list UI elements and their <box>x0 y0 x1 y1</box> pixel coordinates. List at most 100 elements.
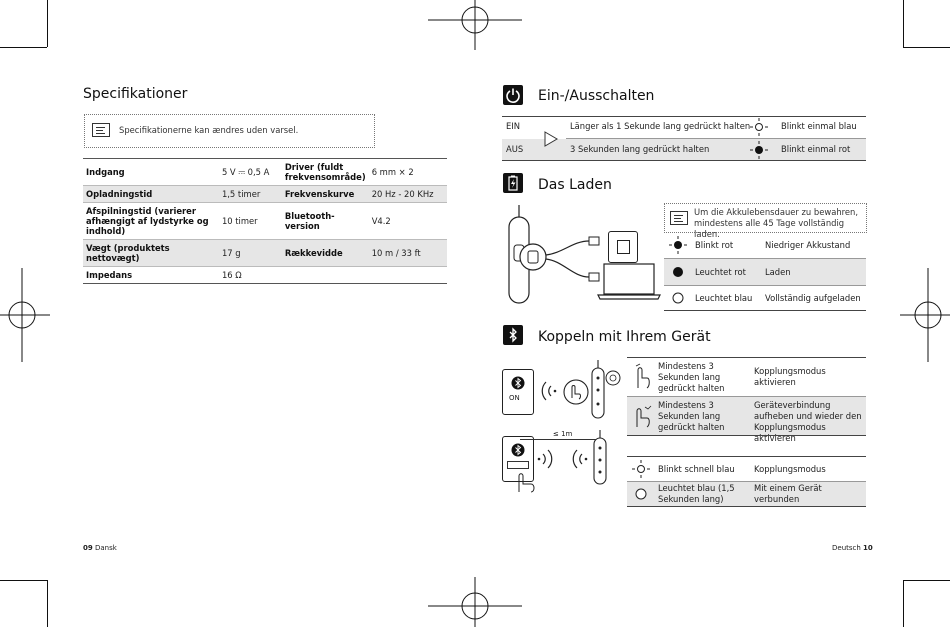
spec-value: 5 V ⎓ 0,5 A <box>218 158 282 186</box>
table-row: Impedans 16 Ω <box>83 266 447 284</box>
blink-solid-icon <box>669 236 687 254</box>
wave-icon <box>541 381 557 401</box>
footer-language: Deutsch <box>832 544 861 552</box>
charger-icon <box>608 231 638 263</box>
crosshair-left <box>0 268 50 362</box>
power-action: Länger als 1 Sekunde lang gedrückt halte… <box>570 121 751 131</box>
pair-result: Geräteverbindung aufheben und wieder den… <box>754 400 862 443</box>
pair-meaning: Kopplungsmodus <box>754 464 826 474</box>
page-number: 09 <box>83 544 93 552</box>
wave-icon <box>537 449 553 469</box>
spec-label: Frekvenskurve <box>281 185 369 203</box>
note-box: Specifikationerne kan ændres uden varsel… <box>84 114 375 148</box>
charge-meaning: Vollständig aufgeladen <box>765 293 861 303</box>
blink-icon <box>750 118 768 136</box>
charge-light: Leuchtet rot <box>695 267 746 277</box>
power-action: 3 Sekunden lang gedrückt halten <box>570 144 710 154</box>
hollow-dot-icon <box>672 292 684 304</box>
bluetooth-icon <box>511 443 525 457</box>
crosshair-right <box>900 268 950 362</box>
spec-value: 17 g <box>218 239 282 267</box>
phone-on-label: ON <box>509 394 520 402</box>
bluetooth-icon <box>503 325 523 345</box>
spec-label: Impedans <box>83 266 219 284</box>
power-state: EIN <box>506 121 521 131</box>
wave-icon <box>572 449 588 469</box>
table-row: Leuchtet rot Laden <box>664 259 866 285</box>
spec-label: Rækkevidde <box>281 239 369 267</box>
charge-meaning: Niedriger Akkustand <box>765 240 851 250</box>
power-icon <box>503 85 523 105</box>
spec-value: 6 mm × 2 <box>368 158 447 186</box>
table-row: Blinkt rot Niedriger Akkustand <box>664 233 866 257</box>
table-row: Vægt (produktets nettovægt) 17 g Rækkevi… <box>83 239 447 267</box>
spec-label: Bluetooth-version <box>281 202 369 240</box>
pair-action: Mindestens 3 Sekunden lang gedrückt halt… <box>658 400 725 432</box>
earphone-remote-illustration <box>591 360 621 419</box>
blink-icon <box>632 460 650 478</box>
table-row: Blinkt schnell blau Kopplungsmodus <box>627 457 866 481</box>
play-arrow-icon <box>544 131 558 147</box>
table-row: Indgang 5 V ⎓ 0,5 A Driver (fuldt frekve… <box>83 158 447 186</box>
earphone-remote-illustration <box>593 430 607 485</box>
spec-table: Indgang 5 V ⎓ 0,5 A Driver (fuldt frekve… <box>83 158 447 284</box>
battery-icon <box>503 173 523 193</box>
spec-label: Vægt (produktets nettovægt) <box>83 239 219 267</box>
hand-press-icon <box>563 379 589 405</box>
table-row: AUS 3 Sekunden lang gedrückt halten Blin… <box>502 139 866 160</box>
charge-light: Blinkt rot <box>695 240 734 250</box>
charge-light: Leuchtet blau <box>695 293 753 303</box>
page-number: 10 <box>863 544 873 552</box>
pair-action: Mindestens 3 Sekunden lang gedrückt halt… <box>658 361 725 393</box>
spec-value: 10 m / 33 ft <box>368 239 447 267</box>
solid-dot-icon <box>673 267 683 277</box>
power-light: Blinkt einmal blau <box>781 121 857 131</box>
earphone-illustration <box>508 205 600 304</box>
section-title-pair: Koppeln mit Ihrem Gerät <box>538 329 711 345</box>
spec-value: 10 timer <box>218 202 282 240</box>
hand-press-icon <box>636 405 652 428</box>
crosshair-bottom <box>428 577 522 627</box>
hand-press-icon <box>635 363 650 389</box>
charge-note-text: Um die Akkulebensdauer zu bewahren, mind… <box>694 207 859 239</box>
spec-label: Indgang <box>83 158 219 186</box>
distance-line <box>520 439 596 440</box>
charge-note-box: Um die Akkulebensdauer zu bewahren, mind… <box>664 203 867 239</box>
charge-meaning: Laden <box>765 267 791 277</box>
power-state: AUS <box>506 144 524 154</box>
hand-press-icon <box>518 473 535 493</box>
pair-result: Kopplungsmodus aktivieren <box>754 366 826 387</box>
footer-language: Dansk <box>94 544 117 552</box>
spec-value: V4.2 <box>368 202 447 240</box>
spec-label: Afspilningstid (varierer afhængigt af ly… <box>83 202 219 240</box>
table-row: Leuchtet blau Vollständig aufgeladen <box>664 286 866 310</box>
section-title-charge: Das Laden <box>538 177 612 193</box>
phone-icon <box>502 436 534 482</box>
table-row: Afspilningstid (varierer afhængigt af ly… <box>83 202 447 240</box>
blink-solid-icon <box>750 141 768 159</box>
phone-icon: ON <box>502 369 534 415</box>
table-row: Mindestens 3 Sekunden lang gedrückt halt… <box>627 358 866 396</box>
spec-label: Driver (fuldt frekvensområde) <box>281 158 369 186</box>
table-row: Leuchtet blau (1,5 Sekunden lang) Mit ei… <box>627 482 866 506</box>
note-icon <box>670 211 688 225</box>
pair-light: Leuchtet blau (1,5 Sekunden lang) <box>658 483 735 504</box>
table-row: EIN Länger als 1 Sekunde lang gedrückt h… <box>502 117 866 137</box>
note-icon <box>92 123 110 137</box>
spec-value: 1,5 timer <box>218 185 282 203</box>
power-light: Blinkt einmal rot <box>781 144 851 154</box>
spec-value: 20 Hz - 20 KHz <box>368 185 447 203</box>
section-title-power: Ein-/Ausschalten <box>538 88 655 104</box>
footer-left: 09 Dansk <box>83 544 117 552</box>
note-text: Specifikationerne kan ændres uden varsel… <box>119 125 299 135</box>
pair-light: Blinkt schnell blau <box>658 464 735 474</box>
spec-label: Opladningstid <box>83 185 219 203</box>
hollow-dot-icon <box>635 488 647 500</box>
pair-meaning: Mit einem Gerät verbunden <box>754 483 822 504</box>
distance-label: ≤ 1m <box>553 430 573 438</box>
crosshair-top <box>428 0 522 50</box>
page-title: Specifikationer <box>83 86 188 102</box>
table-row: Opladningstid 1,5 timer Frekvenskurve 20… <box>83 185 447 203</box>
spec-value: 16 Ω <box>218 266 282 284</box>
footer-right: Deutsch 10 <box>832 544 873 552</box>
